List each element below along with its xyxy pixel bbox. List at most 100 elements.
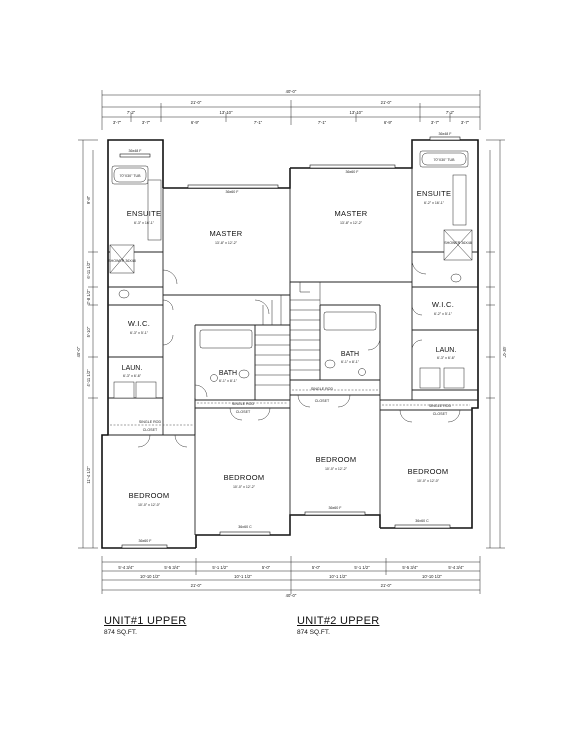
room-name-laundry-2: LAUN.: [436, 347, 457, 354]
room-size-ensuite-2: 6'-2" x 16'-1": [424, 201, 445, 205]
room-name-bath-2: BATH: [341, 351, 359, 358]
rod-label-1: SINGLE ROD: [139, 420, 162, 424]
room-name-ensuite-2: ENSUITE: [417, 189, 452, 198]
bottom-seg-1: 10'-10 1/2": [140, 574, 160, 579]
closet-label-3: CLOSET: [315, 399, 330, 403]
bottom-seg-3: 10'-1 1/2": [329, 574, 347, 579]
room-size-laundry-2: 6'-3" x 6'-6": [437, 356, 456, 360]
room-name-wic-1: W.I.C.: [128, 319, 150, 328]
window-tag-ensuite-1: 36x48 F: [129, 149, 143, 153]
left-seg-1: 9'-8": [86, 195, 91, 204]
unit1-caption: UNIT#1 UPPER 874 SQ.FT.: [104, 615, 186, 636]
room-name-master-1: MASTER: [209, 229, 242, 238]
bottom-seg-2: 10'-1 1/2": [234, 574, 252, 579]
window-tag-bed-4: 36x60 C: [415, 519, 429, 523]
shower-label-unit1: SHOWER 36X48: [108, 259, 136, 263]
overall-width-top: 40'-0": [286, 89, 297, 94]
left-seg-4: 5'-10": [86, 326, 91, 337]
left-seg-3: 2'-8 1/2": [86, 289, 91, 305]
top-sub-3: 6'-9": [191, 120, 200, 125]
closet-label-2: CLOSET: [236, 410, 251, 414]
bottom-sub-1: 5'-4 3/4": [118, 565, 134, 570]
bottom-sub-2: 5'-5 3/4": [164, 565, 180, 570]
rod-label-4: SINGLE ROD: [429, 404, 452, 408]
unit2-room-labels: ENSUITE 6'-2" x 16'-1" MASTER 13'-8" x 1…: [316, 189, 457, 483]
bottom-sub-4: 5'-0": [262, 565, 271, 570]
closet-label-1: CLOSET: [143, 428, 158, 432]
bottom-sub-3: 5'-1 1/2": [212, 565, 228, 570]
closet-rods: [110, 389, 470, 426]
top-sub-4: 7'-1": [254, 120, 263, 125]
door-swings: [137, 259, 461, 448]
top-seg-3: 13'-10": [350, 110, 364, 115]
unit2-area: 874 SQ.FT.: [297, 629, 330, 636]
room-size-wic-1: 6'-3" x 5'-1": [130, 331, 149, 335]
room-name-bedroom-1a: BEDROOM: [129, 491, 170, 500]
tub-label-unit1: 70"X30" TUB: [119, 174, 141, 178]
tub-label-unit2: 70"X30" TUB: [433, 158, 455, 162]
room-size-master-2: 13'-8" x 12'-2": [340, 221, 363, 225]
left-seg-5: 4'-11 1/2": [86, 369, 91, 387]
top-seg-1: 7'-2": [127, 110, 136, 115]
room-size-bath-2: 6'-1" x 8'-1": [341, 360, 360, 364]
bottom-sub-8: 5'-4 3/4": [448, 565, 464, 570]
rod-label-3: SINGLE ROD: [311, 387, 334, 391]
room-size-bedroom-2b: 10'-0" x 12'-0": [417, 479, 440, 483]
room-name-master-2: MASTER: [334, 209, 367, 218]
room-size-wic-2: 6'-2" x 5'-1": [434, 312, 453, 316]
room-name-ensuite-1: ENSUITE: [127, 209, 162, 218]
side-dimension-strings: [78, 139, 505, 549]
top-sub-5: 7'-1": [318, 120, 327, 125]
room-name-bedroom-2a: BEDROOM: [316, 455, 357, 464]
unit1-title: UNIT#1 UPPER: [104, 615, 187, 627]
bottom-sub-6: 5'-1 1/2": [354, 565, 370, 570]
half-width-right-top: 21'-0": [381, 100, 392, 105]
left-overall-dim: 45'-0": [76, 346, 81, 357]
bottom-sub-5: 5'-0": [312, 565, 321, 570]
top-sub-1: 3'-7": [113, 120, 122, 125]
unit2-title: UNIT#2 UPPER: [297, 615, 380, 627]
top-seg-2: 13'-10": [220, 110, 234, 115]
left-seg-6: 11'-4 1/2": [86, 466, 91, 484]
room-size-bedroom-2a: 10'-0" x 12'-2": [325, 467, 348, 471]
windows: [119, 136, 461, 549]
unit2-caption: UNIT#2 UPPER 874 SQ.FT.: [297, 615, 379, 636]
window-tag-master-1: 36x60 F: [226, 190, 240, 194]
top-sub-6: 6'-9": [384, 120, 393, 125]
top-sub-2: 3'-7": [142, 120, 151, 125]
room-name-bath-1: BATH: [219, 370, 237, 377]
room-size-master-1: 13'-8" x 12'-2": [215, 241, 238, 245]
room-name-laundry-1: LAUN.: [122, 365, 143, 372]
stairs: [254, 281, 321, 401]
bottom-dimension-strings: [101, 556, 481, 594]
room-size-bedroom-1b: 10'-0" x 12'-2": [233, 485, 256, 489]
half-width-left-top: 21'-0": [191, 100, 202, 105]
closet-label-4: CLOSET: [433, 412, 448, 416]
shower-label-unit2: SHOWER 36X48: [444, 241, 472, 245]
rod-label-2: SINGLE ROD: [232, 402, 255, 406]
fixtures: [109, 150, 473, 399]
room-name-bedroom-2b: BEDROOM: [408, 467, 449, 476]
room-name-bedroom-1b: BEDROOM: [224, 473, 265, 482]
bottom-overall: 40'-0": [286, 593, 297, 598]
window-tag-bed-3: 36x60 F: [329, 506, 343, 510]
room-size-ensuite-1: 6'-3" x 16'-1": [134, 221, 155, 225]
top-seg-4: 7'-2": [446, 110, 455, 115]
top-sub-7: 3'-7": [431, 120, 440, 125]
bottom-half-left: 21'-0": [191, 583, 202, 588]
room-size-bedroom-1a: 10'-0" x 12'-0": [138, 503, 161, 507]
unit1-area: 874 SQ.FT.: [104, 629, 137, 636]
window-tag-ensuite-2: 36x48 F: [439, 132, 453, 136]
right-overall-dim: 45'-0": [502, 347, 507, 358]
room-size-laundry-1: 6'-3" x 6'-6": [123, 374, 142, 378]
top-dimension-strings: [101, 90, 481, 130]
bottom-seg-4: 10'-10 1/2": [422, 574, 442, 579]
bottom-sub-7: 5'-5 3/4": [402, 565, 418, 570]
room-size-bath-1: 6'-1" x 8'-1": [219, 379, 238, 383]
room-name-wic-2: W.I.C.: [432, 300, 454, 309]
window-tag-bed-1: 36x60 F: [139, 539, 153, 543]
bottom-half-right: 21'-0": [381, 583, 392, 588]
window-tag-master-2: 36x60 F: [346, 170, 360, 174]
window-tag-bed-2: 36x60 C: [238, 525, 252, 529]
